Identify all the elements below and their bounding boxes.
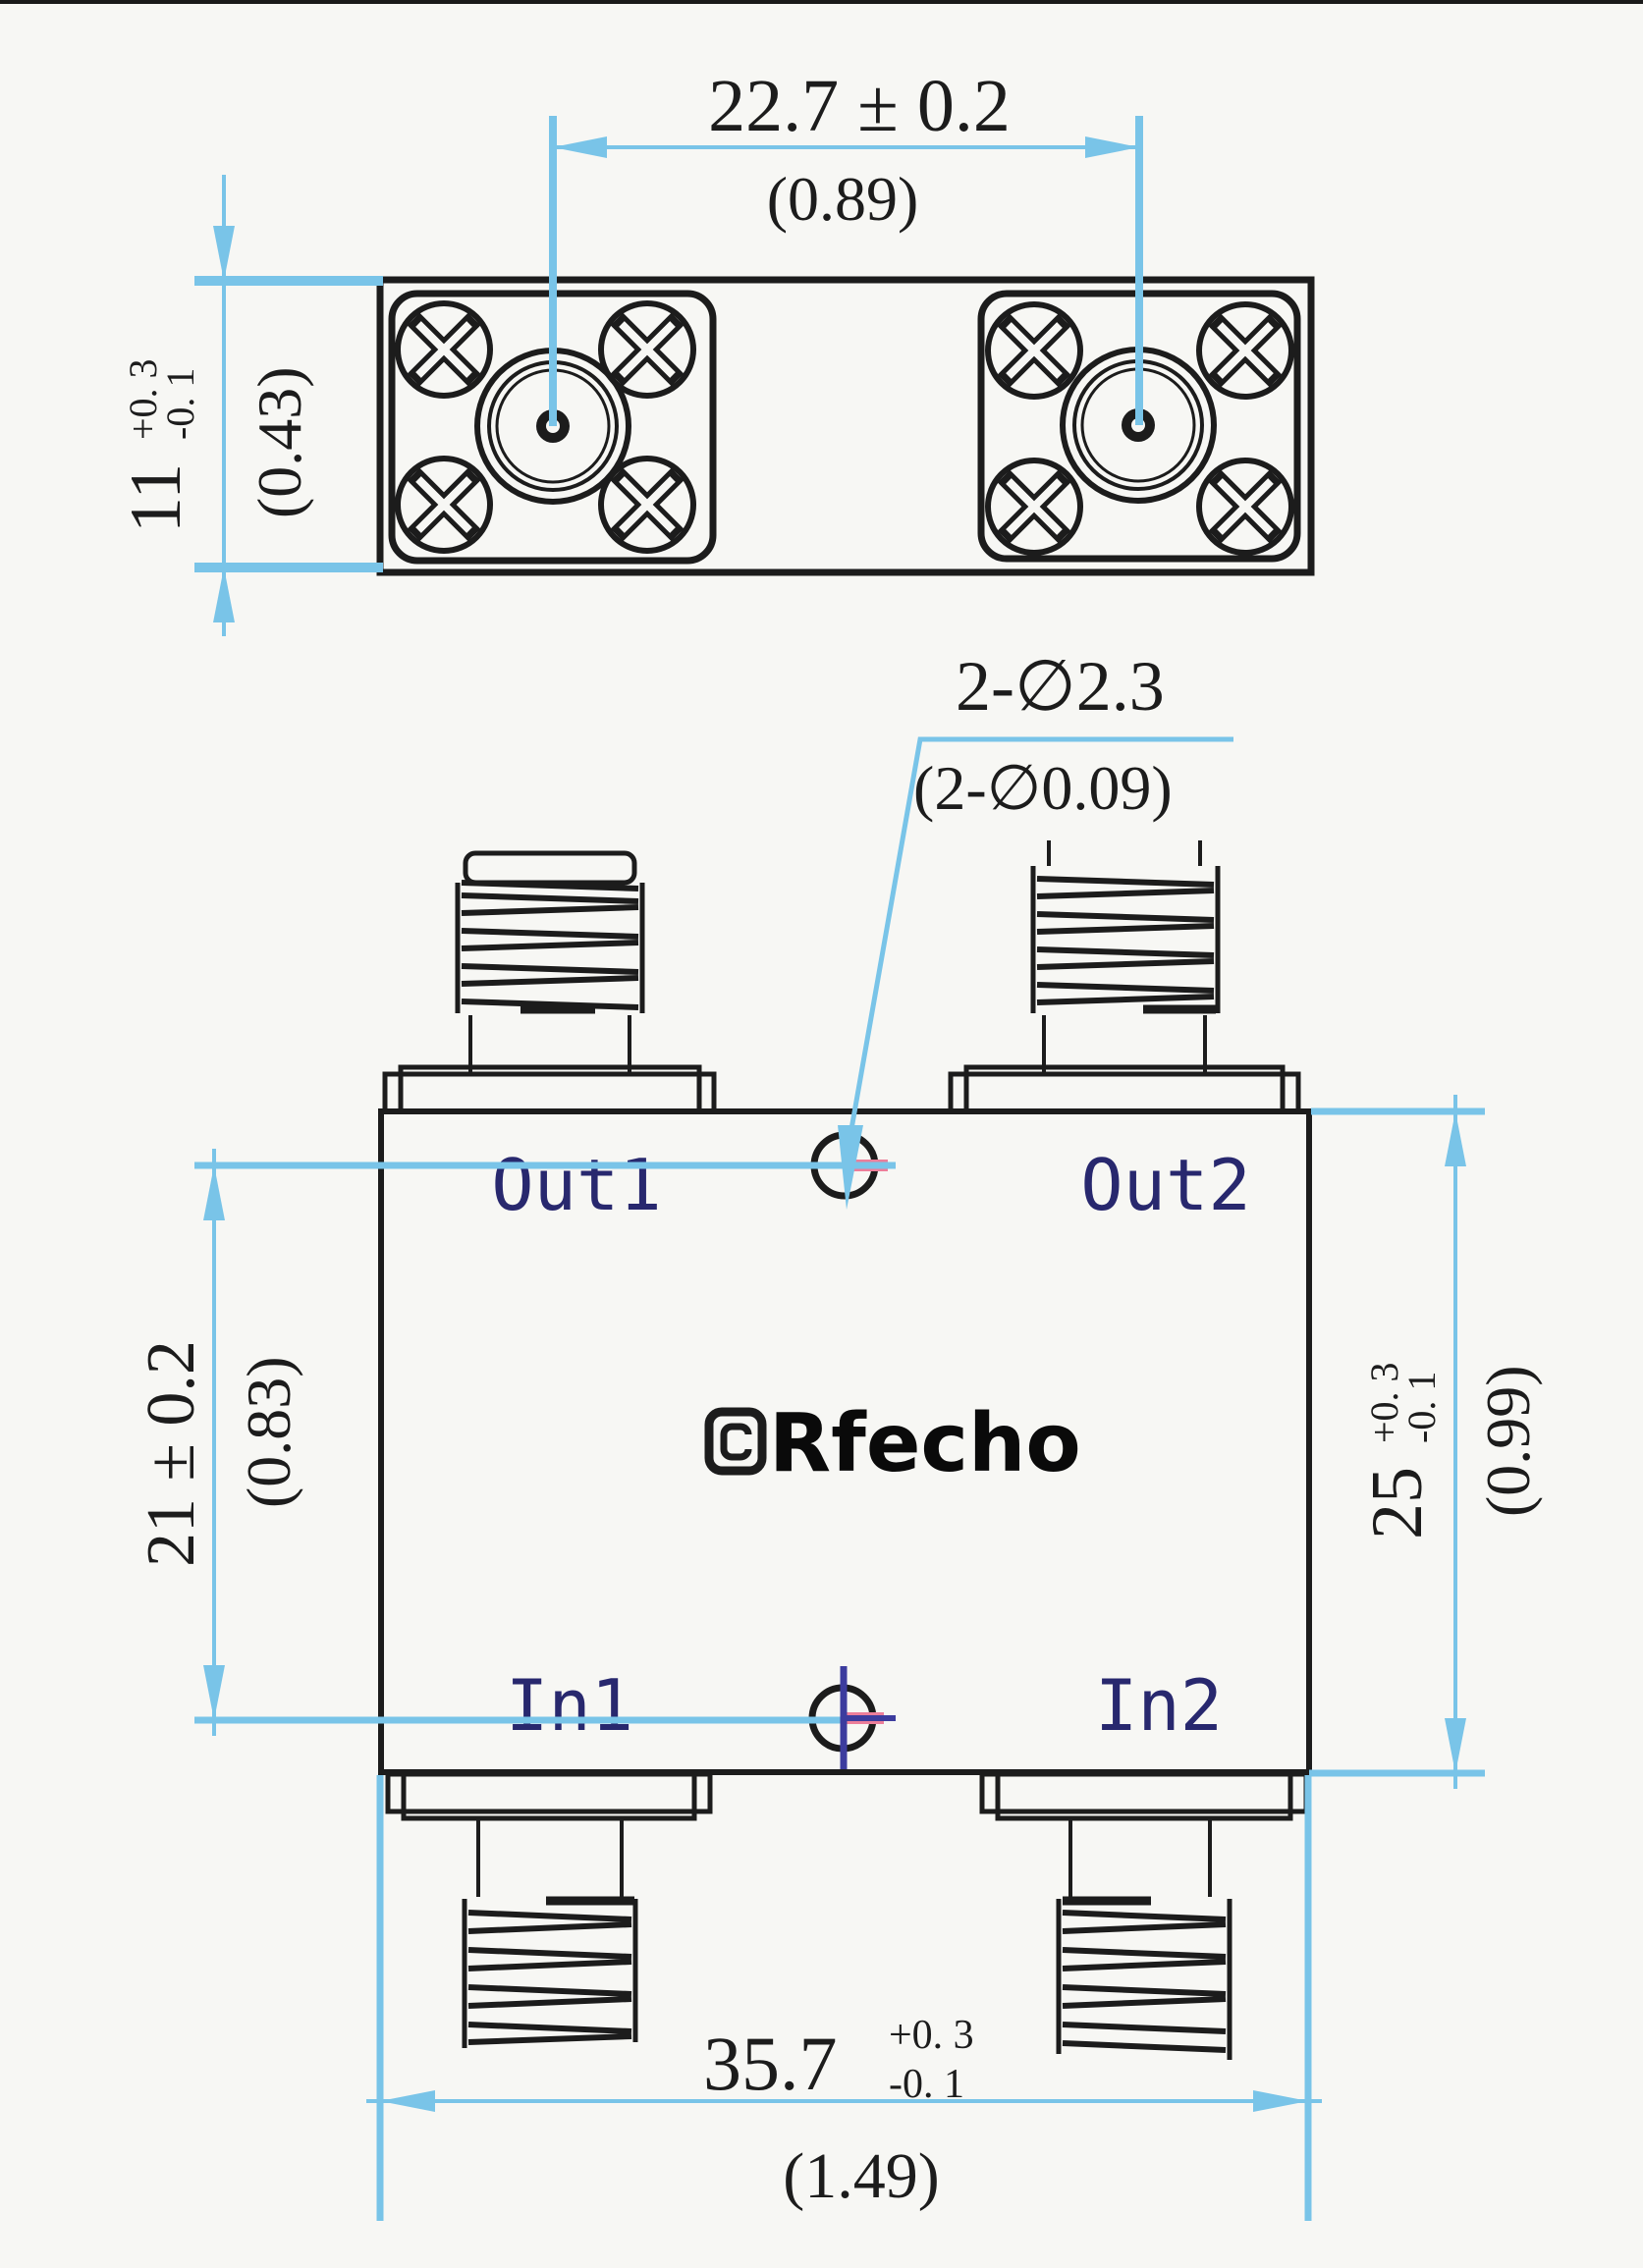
sma-connector-icon [382, 850, 717, 1114]
crosshair-center-mark [840, 1666, 896, 1769]
leader-line [549, 116, 1143, 426]
arrowhead-icon [1445, 1111, 1466, 1166]
dim-tol-plus: +0. 3 [121, 358, 165, 440]
arrowhead-icon [553, 136, 607, 158]
dim-tol-minus: -0. 1 [889, 2062, 964, 2107]
screw-icon [598, 456, 696, 554]
dim-value: 25 [1357, 1467, 1438, 1539]
hole-callout: 2-∅2.3 (2-∅0.09) [838, 647, 1233, 1210]
brand-logo: Rfecho [704, 1397, 1081, 1490]
dim-tol-plus: +0. 3 [1362, 1362, 1406, 1443]
front-view: Out1 Out2 In1 In2 Rfecho [378, 840, 1312, 2060]
dimension-top-view-height: 11 +0. 3 -0. 1 (0.43) [116, 175, 383, 636]
leader-line [849, 736, 1233, 1130]
dim-value: 22.7 ± 0.2 [708, 65, 1011, 147]
front-view-body [378, 1108, 1312, 1775]
dim-inch: (1.49) [783, 2140, 939, 2212]
screw-icon [985, 301, 1083, 400]
page-top-border [0, 0, 1643, 4]
logo-mark-icon [704, 1407, 767, 1476]
dim-tol-minus: -0. 1 [1399, 1372, 1444, 1443]
arrowhead-icon [1085, 136, 1139, 158]
screw-icon [395, 300, 493, 399]
arrowhead-icon [213, 226, 235, 281]
callout-inch: (2-∅0.09) [913, 753, 1173, 823]
port-label-out2: Out2 [1080, 1144, 1250, 1226]
extension-line [194, 276, 383, 572]
sma-connector-icon [979, 1771, 1309, 2060]
flange-screws [395, 300, 1294, 556]
dim-value: 21 ± 0.2 [134, 1340, 209, 1567]
extension-line [194, 1161, 896, 1724]
arrowhead-icon [380, 2090, 435, 2112]
screw-icon [598, 300, 696, 399]
arrowhead-icon [213, 567, 235, 622]
logo-text: Rfecho [769, 1397, 1081, 1490]
arrowhead-icon [1445, 1718, 1466, 1773]
dim-inch: (0.99) [1473, 1365, 1543, 1517]
arrowhead-icon [203, 1665, 225, 1720]
dimension-body-height: 25 +0. 3 -0. 1 (0.99) [1309, 1095, 1543, 1789]
sma-connector-icon [385, 1771, 713, 2048]
port-label-in1: In1 [506, 1664, 633, 1747]
screw-icon [1196, 301, 1294, 400]
top-view-body [376, 276, 1315, 576]
port-label-out1: Out1 [491, 1144, 661, 1226]
dimension-body-width: 35.7 +0. 3 -0. 1 (1.49) [366, 1775, 1322, 2221]
dim-inch: (0.83) [234, 1356, 303, 1508]
extension-line [376, 1775, 1312, 2221]
dim-inch: (0.43) [245, 366, 314, 518]
arrowhead-icon [1253, 2090, 1308, 2112]
dim-tol-minus: -0. 1 [158, 368, 202, 440]
sma-connector-icon [948, 840, 1301, 1114]
callout-value: 2-∅2.3 [956, 647, 1165, 726]
screw-icon [1196, 458, 1294, 556]
port-label-in2: In2 [1095, 1664, 1223, 1747]
dim-inch: (0.89) [767, 164, 919, 234]
dim-value: 11 [116, 463, 196, 533]
dim-value: 35.7 [703, 2021, 838, 2106]
dimension-connector-spacing: 22.7 ± 0.2 (0.89) [549, 65, 1143, 426]
screw-icon [395, 456, 493, 554]
screw-icon [985, 458, 1083, 556]
dim-tol-plus: +0. 3 [889, 2013, 974, 2058]
dimension-hole-spacing: 21 ± 0.2 (0.83) [134, 1149, 896, 1736]
top-view [376, 276, 1315, 576]
arrowhead-icon [203, 1165, 225, 1220]
